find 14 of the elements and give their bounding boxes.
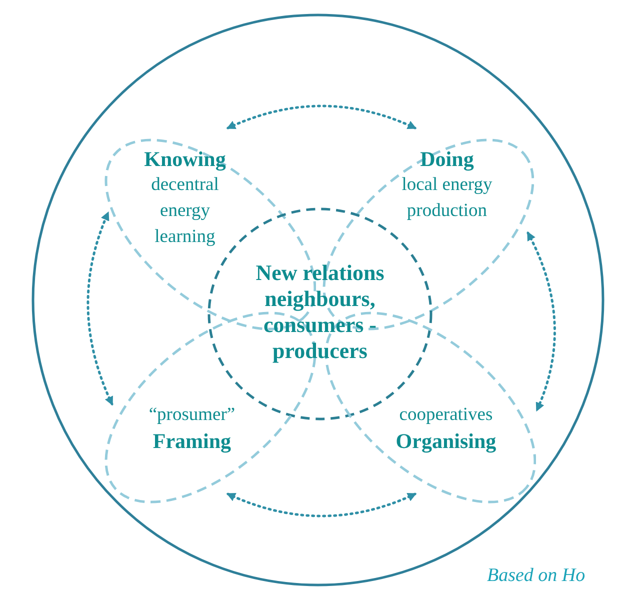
node-title: Organising: [396, 428, 496, 454]
caption: Based on Ho: [487, 564, 586, 588]
node-text: decentral energy learning: [150, 174, 220, 249]
dotted-double-arrow: [526, 231, 556, 412]
node-title: Knowing: [144, 146, 226, 172]
dotted-double-arrow: [226, 492, 417, 518]
dotted-double-arrow: [86, 211, 114, 406]
node-text: local energy production: [400, 174, 494, 223]
node-title: New relations neighbours, consumers - producers: [254, 260, 386, 364]
dotted-double-arrow: [226, 104, 417, 130]
node-text: “prosumer”: [148, 404, 236, 427]
node-title: Doing: [420, 146, 474, 172]
node-text: cooperatives: [399, 404, 493, 427]
node-title: Framing: [152, 428, 232, 454]
